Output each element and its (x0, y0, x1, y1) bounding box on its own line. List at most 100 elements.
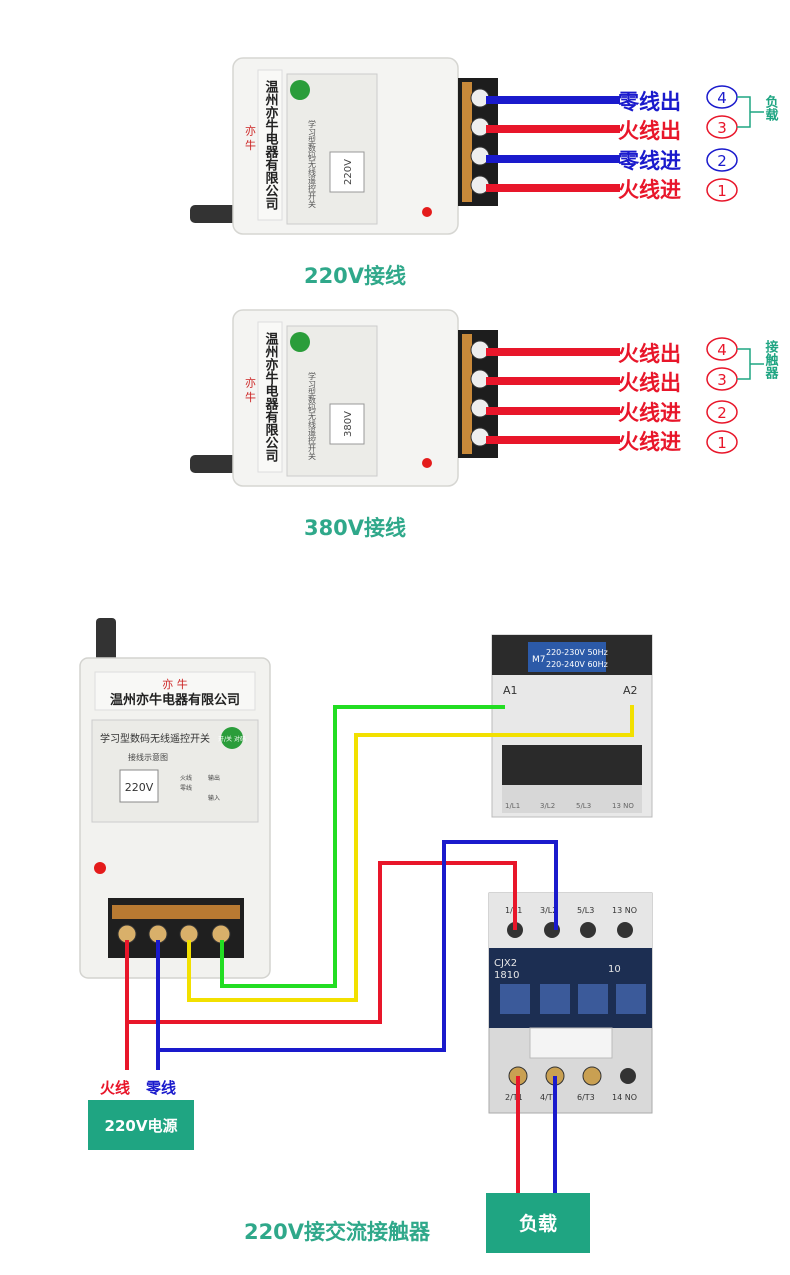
coil-spec: 220-230V 50Hz (546, 648, 608, 657)
wire-neutral-contactor (158, 840, 558, 1052)
diagram-title: 接线示意图 (128, 752, 168, 762)
wire-label: 零线进 (617, 149, 681, 173)
group-label: 接触器 (763, 339, 780, 380)
terminal-number: 4 (717, 341, 727, 359)
voltage-box (329, 151, 365, 193)
badge-icon (290, 332, 310, 352)
wire-label: 火线进 (618, 430, 681, 454)
contactor-button (578, 984, 608, 1014)
coil-spec-plate (528, 642, 606, 672)
terminal-copper (462, 334, 472, 454)
contactor-button (616, 984, 646, 1014)
contactor-rating: 10 (608, 964, 621, 975)
wire-live-in (486, 436, 620, 444)
indicator-led (422, 458, 432, 468)
badge-icon (290, 80, 310, 100)
terminal-number: 1 (717, 434, 727, 452)
section-220v: 温州亦牛电器有限公司 亦 牛 220V 学习型数码无线遥控开关 零线出 火线出 … (190, 57, 779, 288)
aux-terminal-label: 5/L3 (576, 802, 591, 810)
wire-live-contactor (127, 861, 517, 1024)
wire-live-in (486, 407, 620, 415)
terminal-number: 3 (717, 119, 727, 137)
terminal-copper (112, 905, 240, 919)
section-title: 220V接交流接触器 (244, 1220, 431, 1244)
power-source-box (88, 1100, 194, 1150)
contactor-button (500, 984, 530, 1014)
company-name: 温州亦牛电器有限公司 (110, 692, 240, 708)
power-label: 220V电源 (105, 1117, 178, 1135)
live-label: 火线 (100, 1079, 130, 1097)
group-label: 负载 (763, 94, 779, 122)
contactor-terminal-label: 3/L2 (540, 906, 557, 915)
coil-terminal-row (502, 745, 642, 785)
contactor-terminal-label: 2/T1 (505, 1093, 523, 1102)
badge-label: 开/关 对码 (218, 735, 246, 743)
wire-live-in (486, 184, 620, 192)
group-bracket (737, 348, 764, 380)
contactor-terminal-label: 5/L3 (577, 906, 594, 915)
section-title: 220V接线 (304, 264, 406, 288)
contactor-label-window (529, 1027, 613, 1059)
label-panel (286, 73, 378, 225)
live-label-small: 火线 (180, 774, 192, 782)
coil-spec: 220-240V 60Hz (546, 660, 608, 669)
contactor-terminal-label: 4/T2 (540, 1093, 558, 1102)
wire-label: 火线出 (618, 371, 681, 395)
company-plate (257, 69, 283, 221)
voltage-box (119, 769, 159, 803)
wire-green (220, 705, 505, 988)
terminal-number-badge (706, 400, 738, 424)
wiring (125, 705, 634, 1195)
wire-label: 火线出 (618, 119, 681, 143)
load-label: 负载 (519, 1212, 557, 1235)
aux-terminal-label: 13 NO (612, 802, 634, 810)
indicator-led (422, 207, 432, 217)
coil-base (502, 785, 642, 813)
voltage-box (329, 403, 365, 445)
terminal-number-badge (706, 148, 738, 172)
company-plate (94, 671, 256, 711)
coil-model: M7 (532, 655, 546, 665)
voltage-label: 380V (343, 411, 354, 437)
brand-name: 亦 牛 (244, 376, 257, 403)
contactor-terminal-label: 14 NO (612, 1093, 637, 1102)
wire-neutral-in (486, 155, 620, 163)
wire-label: 火线进 (618, 401, 681, 425)
voltage-label: 220V (125, 781, 154, 794)
contactor-terminal-label: 6/T3 (577, 1093, 595, 1102)
wire-yellow (187, 705, 634, 1002)
input-label: 输入 (208, 794, 220, 802)
product-name: 学习型数码无线遥控开关 (100, 732, 210, 745)
contactor-screw (580, 922, 596, 938)
wire-live-out (486, 348, 620, 356)
neutral-label: 零线 (145, 1079, 176, 1097)
company-name: 温州亦牛电器有限公司 (263, 80, 280, 211)
terminal-number-badge (706, 430, 738, 454)
wire-label: 火线出 (618, 342, 681, 366)
antenna-icon (96, 618, 116, 668)
product-name: 学习型数码无线遥控开关 (308, 119, 317, 209)
antenna-icon (190, 205, 238, 223)
badge-icon (221, 727, 243, 749)
section-contactor: 亦 牛 温州亦牛电器有限公司 学习型数码无线遥控开关 开/关 对码 接线示意图 … (79, 618, 653, 1253)
terminal-number: 2 (717, 152, 727, 170)
contactor-model: CJX2 (494, 958, 517, 969)
terminal-number-badge (706, 178, 738, 202)
contactor-terminal-label: 13 NO (612, 906, 637, 915)
contactor-model: 1810 (494, 970, 519, 981)
aux-terminal-label: 1/L1 (505, 802, 520, 810)
terminal-number: 1 (717, 182, 727, 200)
company-plate (257, 321, 283, 473)
wire-live-out (486, 377, 620, 385)
contactor-screw (620, 1068, 636, 1084)
section-380v: 温州亦牛电器有限公司 亦 牛 380V 学习型数码无线遥控开关 火线出 火线出 … (190, 309, 780, 540)
terminal-copper (462, 82, 472, 202)
indicator-led (94, 862, 106, 874)
coil-terminal-a1: A1 (503, 684, 518, 697)
coil-terminal-a2: A2 (623, 684, 638, 697)
output-label: 输出 (208, 774, 220, 782)
aux-terminal-label: 3/L2 (540, 802, 555, 810)
voltage-label: 220V (343, 159, 354, 185)
terminal-number: 3 (717, 371, 727, 389)
